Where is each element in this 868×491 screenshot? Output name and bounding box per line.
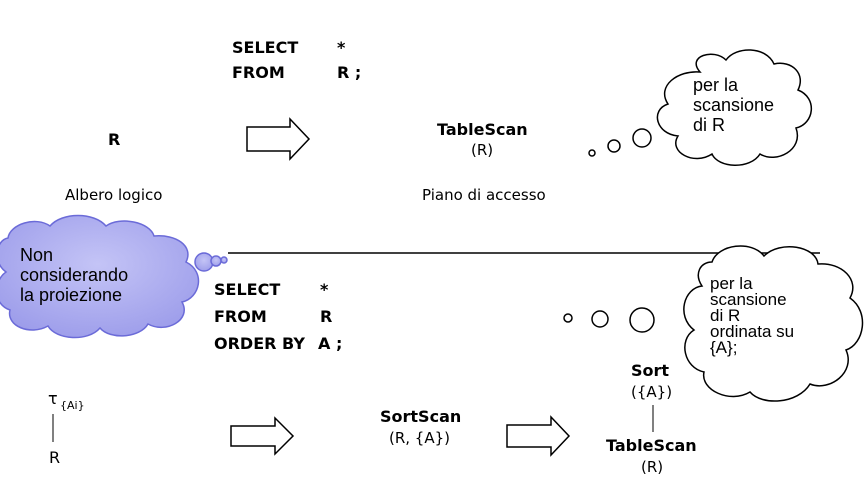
cloud-bottom-line: ordinata su	[710, 322, 795, 341]
cloud-bottom-line: scansione	[710, 290, 787, 309]
cloud-top-line: di R	[693, 115, 726, 135]
cloud-left-text: Non considerando la proiezione	[20, 245, 128, 305]
query-select-value: *	[337, 38, 346, 57]
query-select-keyword: SELECT	[232, 38, 299, 57]
query2-select-keyword: SELECT	[214, 280, 281, 299]
tree-root-symbol: τ	[48, 389, 58, 408]
cloud-bottom-line: per la	[710, 274, 753, 293]
query-from-keyword: FROM	[232, 63, 285, 82]
plan-node-arg: (R)	[471, 141, 494, 159]
query2-from-value: R	[320, 307, 333, 326]
query2-select-value: *	[320, 280, 329, 299]
tree-root-subscript: {Ai}	[60, 399, 85, 412]
tablescan-arg: (R)	[641, 458, 664, 476]
logical-tree-caption: Albero logico	[65, 186, 163, 204]
cloud-left-line: la proiezione	[20, 285, 123, 305]
query-from-value: R ;	[337, 63, 362, 82]
plan-caption: Piano di accesso	[422, 186, 546, 204]
cloud-left-line: Non	[20, 245, 54, 265]
query2-orderby-value: A ;	[318, 334, 343, 353]
thought-cloud-left	[0, 214, 228, 339]
cloud-left-line: considerando	[20, 265, 129, 285]
tree-leaf: R	[49, 448, 61, 467]
arrow-bottom-2	[506, 415, 571, 457]
cloud-bottom-text: per la scansione di R ordinata su {A};	[710, 274, 795, 357]
sortscan-arg: (R, {A})	[389, 429, 451, 447]
cloud-bottom-line: {A};	[710, 338, 738, 357]
sort-arg: ({A})	[631, 383, 673, 401]
cloud-bottom-line: di R	[710, 306, 741, 325]
logical-tree-node: R	[108, 130, 121, 149]
sort-name: Sort	[631, 361, 670, 380]
thought-cloud-top	[588, 49, 813, 166]
query2-from-keyword: FROM	[214, 307, 267, 326]
thought-cloud-bottom	[563, 245, 864, 402]
sortscan-name: SortScan	[380, 407, 462, 426]
cloud-top-line: scansione	[693, 95, 775, 115]
cloud-top-line: per la	[693, 75, 739, 95]
plan-node-name: TableScan	[437, 120, 528, 139]
tablescan-name: TableScan	[606, 436, 697, 455]
query2-orderby-keyword: ORDER BY	[214, 334, 305, 353]
cloud-top-text: per la scansione di R	[693, 75, 774, 135]
arrow-bottom-1	[230, 416, 295, 456]
arrow-top	[246, 117, 311, 161]
